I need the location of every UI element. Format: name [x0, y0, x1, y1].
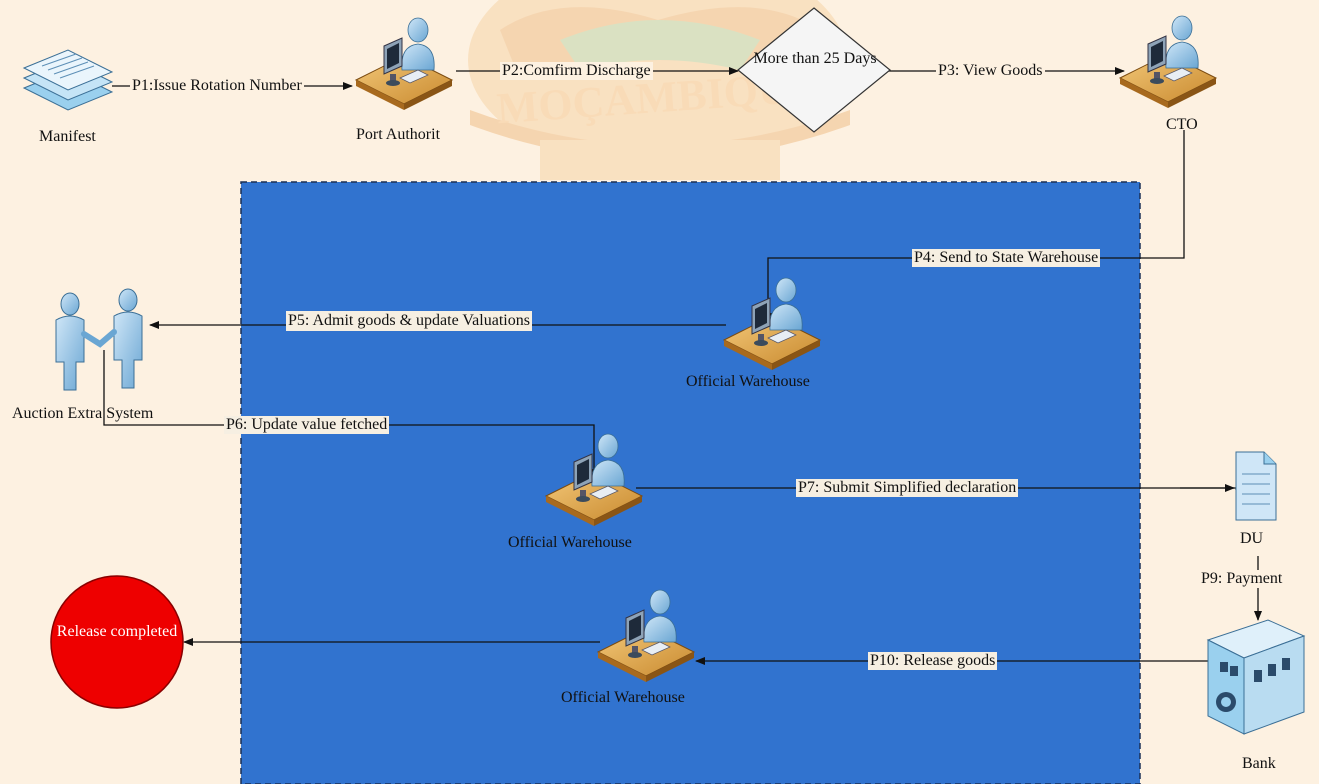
- flow-label-p4: P4: Send to State Warehouse: [912, 249, 1101, 267]
- emblem-watermark: MOÇAMBIQUE: [468, 0, 850, 180]
- flow-label-p5: P5: Admit goods & update Valuations: [286, 311, 532, 331]
- manifest-icon: [22, 49, 114, 111]
- official-warehouse-2-label: Official Warehouse: [508, 534, 632, 551]
- du-document-icon: [1235, 451, 1277, 521]
- cto-label: CTO: [1166, 116, 1198, 133]
- bank-label: Bank: [1242, 755, 1276, 772]
- flow-label-p6: P6: Update value fetched: [224, 416, 390, 434]
- flow-label-p7: P7: Submit Simplified declaration: [796, 479, 1019, 497]
- flow-label-p3: P3: View Goods: [936, 62, 1045, 80]
- bank-building-icon: [1206, 619, 1306, 735]
- port-authority-label: Port Authorit: [356, 126, 441, 143]
- auction-people-icon: [55, 288, 143, 391]
- release-label: Release completed: [56, 623, 178, 640]
- flow-label-p10: P10: Release goods: [868, 652, 998, 670]
- flow-label-p9: P9: Payment: [1199, 570, 1285, 588]
- flow-label-p1: P1:Issue Rotation Number: [130, 77, 304, 95]
- official-warehouse-1-label: Official Warehouse: [686, 373, 810, 390]
- cto-workstation-icon: [1119, 15, 1217, 109]
- official-warehouse-3-label: Official Warehouse: [561, 689, 685, 706]
- auction-label: Auction Extra System: [12, 405, 154, 422]
- decision-diamond: [737, 7, 891, 133]
- port-authority-workstation-icon: [355, 17, 453, 111]
- decision-label: More than 25 Days: [753, 50, 877, 67]
- manifest-label: Manifest: [39, 128, 96, 145]
- flow-label-p2: P2:Comfirm Discharge: [500, 62, 653, 80]
- du-label: DU: [1240, 530, 1264, 547]
- release-completed-circle: [50, 575, 184, 709]
